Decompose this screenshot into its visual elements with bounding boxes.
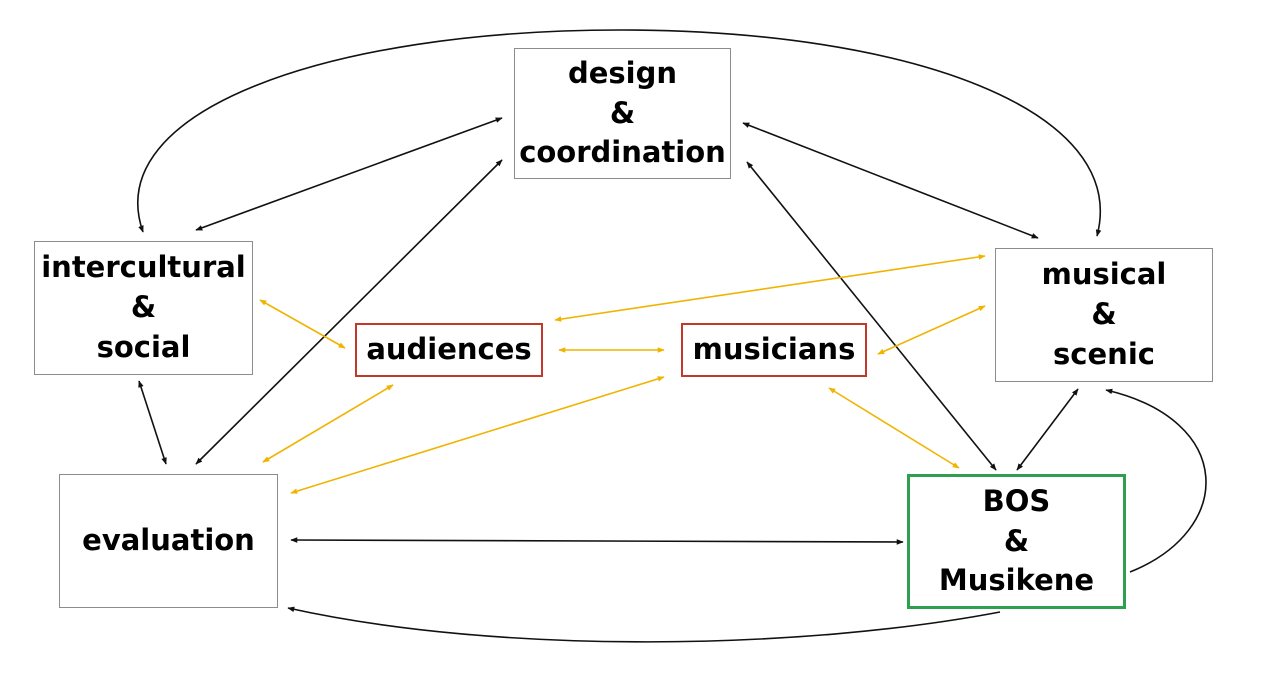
node-evaluation: evaluation <box>59 474 278 608</box>
node-musical-line1: musical <box>1041 257 1167 292</box>
node-bos-musikene: BOS & Musikene <box>907 474 1126 609</box>
arrow-musicians-musical <box>877 305 986 355</box>
node-intercultural-social: intercultural & social <box>34 241 253 375</box>
arrow-design-bos <box>746 161 997 471</box>
node-musical-scenic: musical & scenic <box>995 248 1213 382</box>
arrow-intercultural-design <box>195 117 503 231</box>
node-intercultural-line2: & <box>130 290 157 325</box>
node-design-line1: design <box>567 55 678 90</box>
curve-intercultural-musical <box>137 29 1102 237</box>
node-intercultural-line3: social <box>96 329 191 364</box>
arrow-musicians-evaluation <box>290 376 665 494</box>
node-evaluation-label: evaluation <box>82 523 255 558</box>
arrow-intercultural-evaluation <box>138 380 167 465</box>
arrow-evaluation-bos <box>290 537 904 545</box>
curve-bos-musical <box>1105 388 1207 573</box>
arrow-musicians-bos <box>828 387 960 469</box>
node-bos-line3: Musikene <box>938 563 1095 598</box>
node-design-line2: & <box>609 95 636 130</box>
arrow-design-musical <box>742 122 1039 239</box>
node-intercultural-line1: intercultural <box>41 250 246 285</box>
node-audiences: audiences <box>355 323 543 377</box>
node-musical-line2: & <box>1091 297 1117 332</box>
node-bos-line2: & <box>1003 523 1030 558</box>
node-design-line3: coordination <box>519 135 726 170</box>
node-musicians-label: musicians <box>692 332 856 367</box>
curve-bos-evaluation <box>287 606 1001 643</box>
node-musicians: musicians <box>681 323 867 377</box>
node-audiences-label: audiences <box>366 332 532 367</box>
arrow-audiences-musical <box>554 254 986 322</box>
arrow-evaluation-design <box>195 159 503 465</box>
arrow-audiences-evaluation <box>262 384 394 463</box>
node-bos-line1: BOS <box>982 483 1051 518</box>
arrow-musical-bos <box>1016 388 1079 471</box>
node-musical-line3: scenic <box>1053 336 1155 371</box>
node-design-coordination: design & coordination <box>514 48 731 179</box>
arrow-intercultural-audiences <box>259 299 346 349</box>
